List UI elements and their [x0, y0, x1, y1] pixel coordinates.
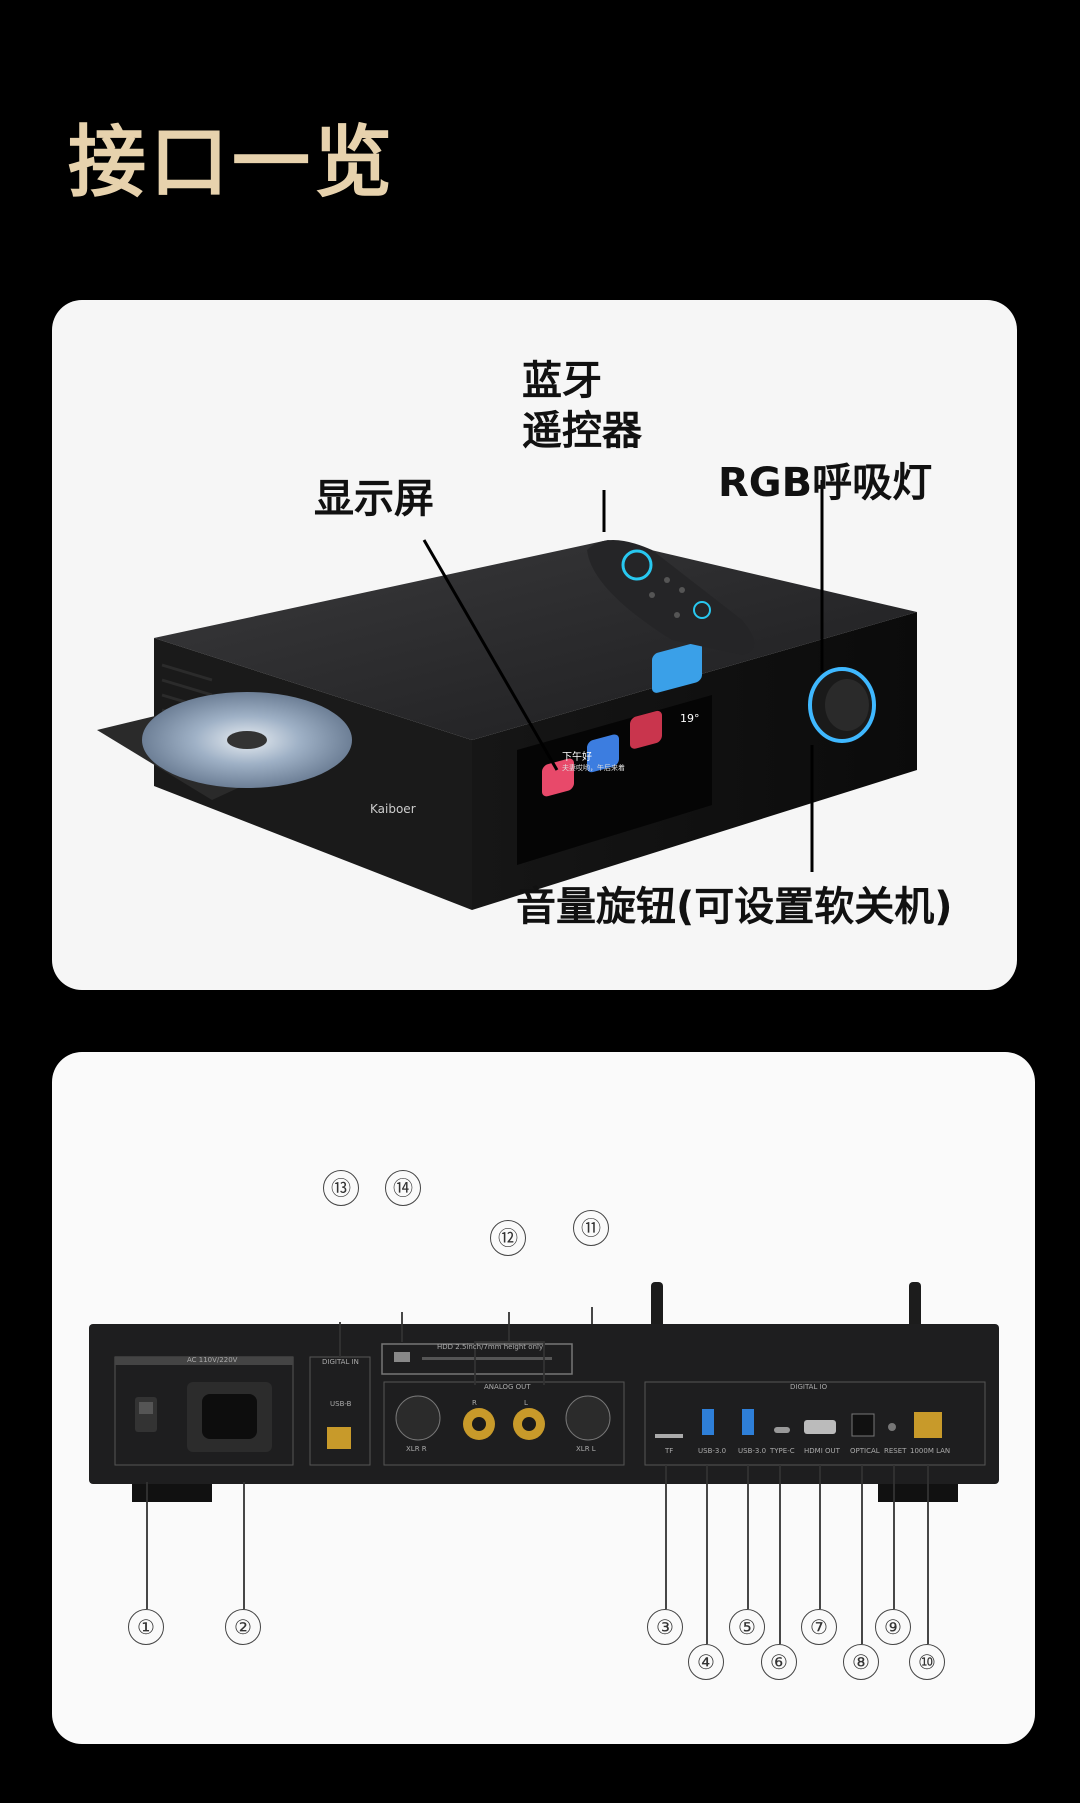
optical-label: OPTICAL: [850, 1447, 880, 1455]
left-foot: [132, 1484, 212, 1502]
callout-11: ⑪: [573, 1210, 609, 1246]
callout-13: ⑬: [323, 1170, 359, 1206]
rca-r-label: R: [472, 1399, 477, 1407]
remote-label: 蓝牙 遥控器: [522, 358, 642, 454]
callout-3: ③: [647, 1609, 683, 1645]
usb3-port-2: [742, 1409, 754, 1435]
callout-6: ⑥: [761, 1644, 797, 1680]
usb30-label-1: USB-3.0: [698, 1447, 727, 1455]
brand-logo-text: Kaiboer: [370, 802, 416, 816]
type-c-port: [774, 1427, 790, 1433]
callout-1: ①: [128, 1609, 164, 1645]
player-front-illustration: [97, 480, 917, 910]
display-label: 显示屏: [314, 476, 434, 522]
screen-subtitle: 夫妻哎哟，午后来着: [562, 764, 625, 772]
digital-in-label: DIGITAL IN: [322, 1358, 359, 1366]
right-foot: [878, 1484, 958, 1502]
display-screen: [517, 695, 712, 865]
callout-5: ⑤: [729, 1609, 765, 1645]
front-view-panel: Kaiboer 下午好 夫妻哎哟，午后来着 19° 蓝牙 遥控器 显示屏 RGB…: [52, 300, 1017, 990]
callout-7: ⑦: [801, 1609, 837, 1645]
remote-control: [587, 540, 755, 655]
xlr-l-label: XLR L: [576, 1445, 596, 1453]
reset-label: RESET: [884, 1447, 907, 1455]
lan-port: [914, 1412, 942, 1438]
xlr-r-port: [395, 1395, 441, 1441]
usb-b-port: [327, 1427, 351, 1449]
screen-temperature: 19°: [680, 712, 700, 725]
player-rear-illustration: [89, 1282, 999, 1644]
tf-slot: [655, 1434, 683, 1438]
usb-b-label: USB-B: [330, 1400, 352, 1408]
xlr-l-port: [565, 1395, 611, 1441]
callout-2: ②: [225, 1609, 261, 1645]
hdmi-label: HDMI OUT: [804, 1447, 840, 1455]
xlr-r-label: XLR R: [406, 1445, 427, 1453]
volume-knob-label: 音量旋钮(可设置软关机): [516, 884, 953, 930]
usb3-port-1: [702, 1409, 714, 1435]
rear-panel-body: [89, 1324, 999, 1484]
reset-button: [888, 1423, 896, 1431]
display-callout-line: [422, 539, 559, 771]
screen-greeting: 下午好: [562, 752, 592, 763]
type-c-label: TYPE-C: [770, 1447, 795, 1455]
callout-12: ⑫: [490, 1220, 526, 1256]
rca-l-label: L: [524, 1399, 528, 1407]
hdd-label: HDD 2.5inch/7mm height only: [437, 1343, 544, 1351]
hdmi-port: [804, 1420, 836, 1434]
usb30-label-2: USB-3.0: [738, 1447, 767, 1455]
lan-label: 1000M LAN: [910, 1447, 951, 1455]
rgb-light-label: RGB呼吸灯: [718, 460, 933, 506]
analog-out-label: ANALOG OUT: [484, 1383, 531, 1391]
callout-8: ⑧: [843, 1644, 879, 1680]
rear-view-panel: AC 110V/220V DIGITAL IN USB-B HDD 2.5inc…: [52, 1052, 1035, 1744]
tf-label: TF: [665, 1447, 674, 1455]
callout-9: ⑨: [875, 1609, 911, 1645]
callout-10: ⑩: [909, 1644, 945, 1680]
player-top-surface: [154, 540, 917, 740]
digital-io-label: DIGITAL IO: [790, 1383, 828, 1391]
ac-label: AC 110V/220V: [187, 1356, 238, 1364]
callout-4: ④: [688, 1644, 724, 1680]
hdd-slot: [381, 1343, 573, 1375]
page-title: 接口一览: [68, 118, 397, 208]
callout-14: ⑭: [385, 1170, 421, 1206]
optical-port: [851, 1413, 875, 1437]
